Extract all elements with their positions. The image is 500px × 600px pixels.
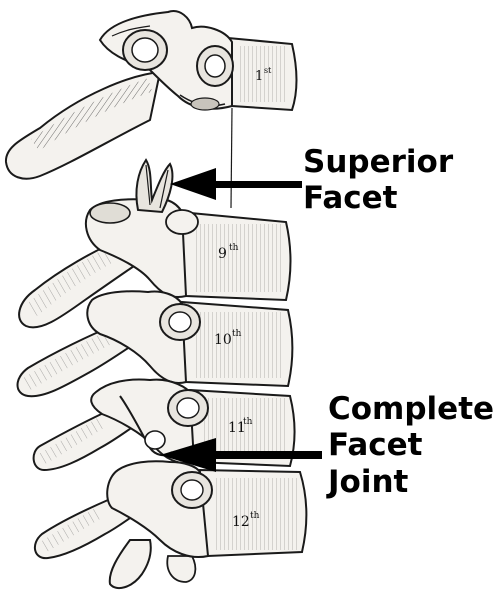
arrow-superior-facet bbox=[170, 168, 302, 200]
vertebra-12th: 12 th bbox=[33, 460, 308, 590]
superior-facet-label-line2: Facet bbox=[303, 180, 398, 217]
complete-facet-joint-label: Complete Facet Joint bbox=[328, 391, 494, 500]
label-11th-num: 11 bbox=[228, 420, 246, 436]
guide-line bbox=[230, 107, 233, 209]
arrow-complete-facet-joint bbox=[160, 438, 322, 472]
vertebra-12th-process bbox=[33, 498, 145, 560]
label-10th-suffix: th bbox=[232, 329, 242, 339]
vertebra-10th: 10 th bbox=[16, 290, 294, 398]
complete-facet-joint-label-line3: Joint bbox=[328, 463, 409, 500]
label-12th-num: 12 bbox=[232, 514, 250, 530]
label-9th-num: 9 bbox=[218, 246, 227, 262]
complete-facet-joint-label-line2: Facet bbox=[328, 427, 423, 464]
superior-facet-label: Superior Facet bbox=[303, 144, 453, 217]
vertebra-11th-arch bbox=[90, 378, 196, 464]
label-1st-num: 1 bbox=[255, 69, 263, 84]
label-9th-suffix: th bbox=[229, 243, 239, 253]
label-12th-suffix: th bbox=[250, 511, 260, 521]
vertebra-9th: 9 th bbox=[18, 158, 292, 329]
superior-facet-shape bbox=[135, 158, 174, 214]
label-10th-num: 10 bbox=[214, 332, 232, 348]
label-1st-suffix: st bbox=[264, 66, 272, 75]
label-11th-suffix: th bbox=[243, 417, 253, 427]
superior-facet-label-line1: Superior bbox=[303, 144, 454, 180]
complete-facet-joint-label-line1: Complete bbox=[328, 391, 495, 427]
vertebra-1st: 1 st bbox=[4, 10, 298, 180]
